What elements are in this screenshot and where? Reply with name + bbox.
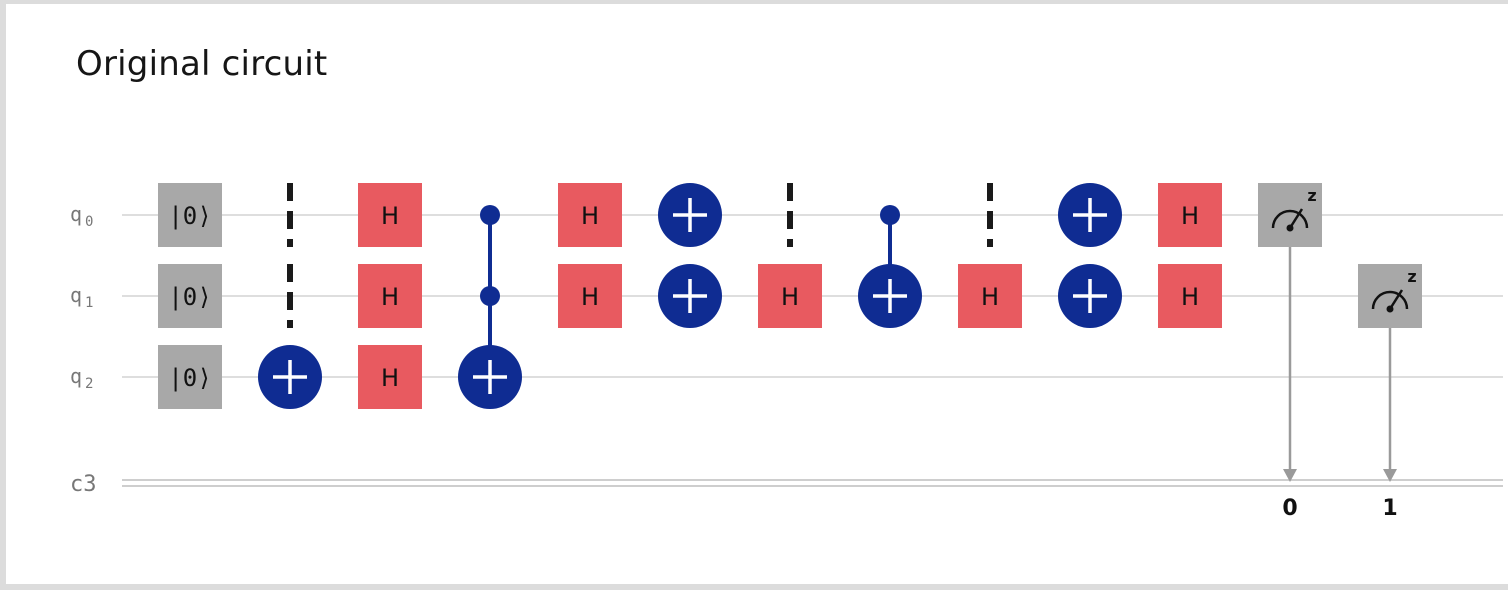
h-gate-label: H bbox=[581, 202, 599, 230]
x-gate[interactable] bbox=[1058, 183, 1122, 247]
h-gate[interactable]: H bbox=[758, 264, 822, 328]
h-gate[interactable]: H bbox=[958, 264, 1022, 328]
classical-bit-label: 0 bbox=[1282, 496, 1297, 521]
h-gate-label: H bbox=[381, 364, 399, 392]
h-gate-label: H bbox=[1181, 202, 1199, 230]
x-gate[interactable] bbox=[458, 345, 522, 409]
h-gate[interactable]: H bbox=[558, 183, 622, 247]
reset-gate-label: |0⟩ bbox=[168, 364, 211, 392]
reset-gate-label: |0⟩ bbox=[168, 202, 211, 230]
x-gate[interactable] bbox=[1058, 264, 1122, 328]
measure-basis-label: z bbox=[1407, 267, 1416, 286]
reset-gate[interactable]: |0⟩ bbox=[158, 183, 222, 247]
meter-icon bbox=[1371, 290, 1409, 310]
h-gate[interactable]: H bbox=[558, 264, 622, 328]
meter-icon bbox=[1271, 209, 1309, 229]
h-gate[interactable]: H bbox=[358, 264, 422, 328]
control-dot[interactable] bbox=[480, 205, 500, 225]
control-dot[interactable] bbox=[480, 286, 500, 306]
measure-gate[interactable]: z bbox=[1358, 264, 1422, 328]
h-gate-label: H bbox=[781, 283, 799, 311]
h-gate-label: H bbox=[581, 283, 599, 311]
h-gate-label: H bbox=[381, 283, 399, 311]
classical-register-label: c3 bbox=[70, 472, 97, 497]
reset-gate[interactable]: |0⟩ bbox=[158, 264, 222, 328]
h-gate-label: H bbox=[1181, 283, 1199, 311]
h-gate[interactable]: H bbox=[1158, 183, 1222, 247]
reset-gate[interactable]: |0⟩ bbox=[158, 345, 222, 409]
measure-arrow-head bbox=[1283, 469, 1297, 482]
measure-gate[interactable]: z bbox=[1258, 183, 1322, 247]
h-gate-label: H bbox=[981, 283, 999, 311]
control-dot[interactable] bbox=[880, 205, 900, 225]
measure-basis-label: z bbox=[1307, 186, 1316, 205]
x-gate[interactable] bbox=[658, 183, 722, 247]
x-gate[interactable] bbox=[858, 264, 922, 328]
x-gate[interactable] bbox=[258, 345, 322, 409]
h-gate[interactable]: H bbox=[358, 345, 422, 409]
h-gate[interactable]: H bbox=[1158, 264, 1222, 328]
reset-gate-label: |0⟩ bbox=[168, 283, 211, 311]
measure-arrow-head bbox=[1383, 469, 1397, 482]
h-gate-label: H bbox=[381, 202, 399, 230]
h-gate[interactable]: H bbox=[358, 183, 422, 247]
classical-bit-label: 1 bbox=[1382, 496, 1397, 521]
circuit-title: Original circuit bbox=[76, 44, 328, 84]
x-gate[interactable] bbox=[658, 264, 722, 328]
